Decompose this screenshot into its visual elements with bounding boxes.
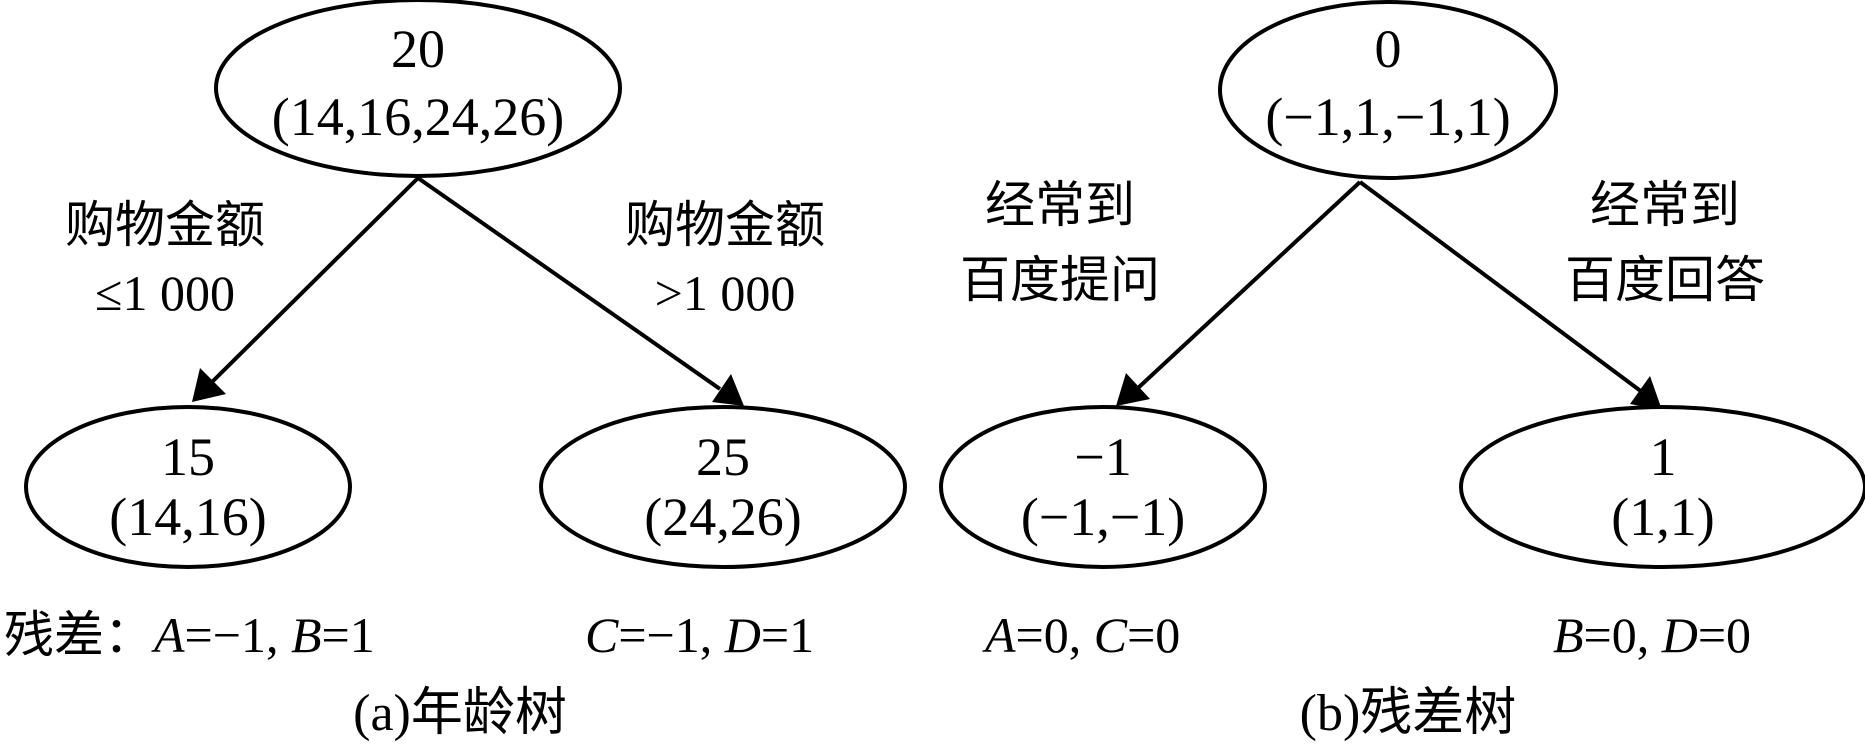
- residual-val: =−1,: [184, 607, 291, 663]
- edge-a-left-label-line1: 购物金额: [65, 196, 265, 254]
- residual-var: C: [585, 607, 619, 663]
- edge-a-right: [416, 176, 722, 391]
- residual-prefix: 残差：: [4, 606, 154, 664]
- residual-var: D: [724, 607, 761, 663]
- residual-var: A: [985, 607, 1016, 663]
- edge-b-left-label-line1: 经常到: [985, 176, 1135, 234]
- caption-a: (a)年龄树: [353, 685, 567, 742]
- residual-var: A: [154, 607, 185, 663]
- residual-b-right: B=0, D=0: [1553, 610, 1751, 660]
- node-b-left-value: −1: [1074, 427, 1132, 487]
- node-a-right-samples: (24,26): [644, 487, 802, 547]
- node-a-right: [539, 405, 907, 569]
- caption-b: (b)残差树: [1299, 685, 1517, 742]
- residual-val: =0,: [1015, 607, 1094, 663]
- residual-val: =0,: [1583, 607, 1662, 663]
- arrowhead-b-left: [1116, 373, 1150, 406]
- edge-a-right-label-line2: >1 000: [654, 265, 796, 321]
- residual-val: =1: [321, 607, 375, 663]
- residual-var: C: [1093, 607, 1128, 663]
- arrowhead-a-right: [712, 374, 744, 406]
- edge-a-left: [210, 176, 420, 384]
- residual-var: B: [290, 607, 322, 663]
- edge-b-right-label-line2: 百度回答: [1565, 251, 1765, 309]
- node-b-left-samples: (−1,−1): [1020, 487, 1186, 547]
- residual-val: =0: [1697, 607, 1752, 663]
- node-a-root-samples: (14,16,24,26): [271, 87, 565, 147]
- residual-a-right: C=−1, D=1: [585, 610, 814, 660]
- edge-b-left-label-line2: 百度提问: [960, 251, 1160, 309]
- node-b-root-samples: (−1,1,−1,1): [1265, 87, 1511, 147]
- edge-a-left-label-line2: ≤1 000: [95, 265, 235, 321]
- node-a-left-samples: (14,16): [109, 487, 267, 547]
- arrowhead-b-right: [1630, 376, 1662, 410]
- arrowhead-a-left: [192, 368, 226, 402]
- node-a-left-value: 15: [161, 427, 215, 487]
- residual-a-left: 残差：A=−1, B=1: [4, 610, 375, 660]
- edge-a-right-label-line1: 购物金额: [625, 196, 825, 254]
- residual-val: =0: [1127, 607, 1181, 663]
- edge-b-right-label-line1: 经常到: [1590, 176, 1740, 234]
- node-b-left: [939, 405, 1267, 569]
- node-a-root: [214, 0, 622, 178]
- node-a-right-value: 25: [696, 427, 750, 487]
- residual-var: B: [1553, 607, 1584, 663]
- edge-b-left: [1136, 180, 1362, 390]
- residual-var: D: [1661, 607, 1698, 663]
- node-b-right-value: 1: [1649, 427, 1677, 487]
- node-a-root-value: 20: [391, 19, 445, 79]
- node-b-root: [1218, 0, 1558, 180]
- residual-val: =1: [760, 607, 815, 663]
- node-b-right: [1459, 405, 1865, 569]
- residual-val: =−1,: [618, 607, 725, 663]
- node-b-right-samples: (1,1): [1611, 487, 1715, 547]
- node-a-left: [24, 405, 352, 569]
- node-b-root-value: 0: [1374, 19, 1402, 79]
- residual-b-left: A=0, C=0: [985, 610, 1180, 660]
- edge-b-right: [1358, 180, 1644, 394]
